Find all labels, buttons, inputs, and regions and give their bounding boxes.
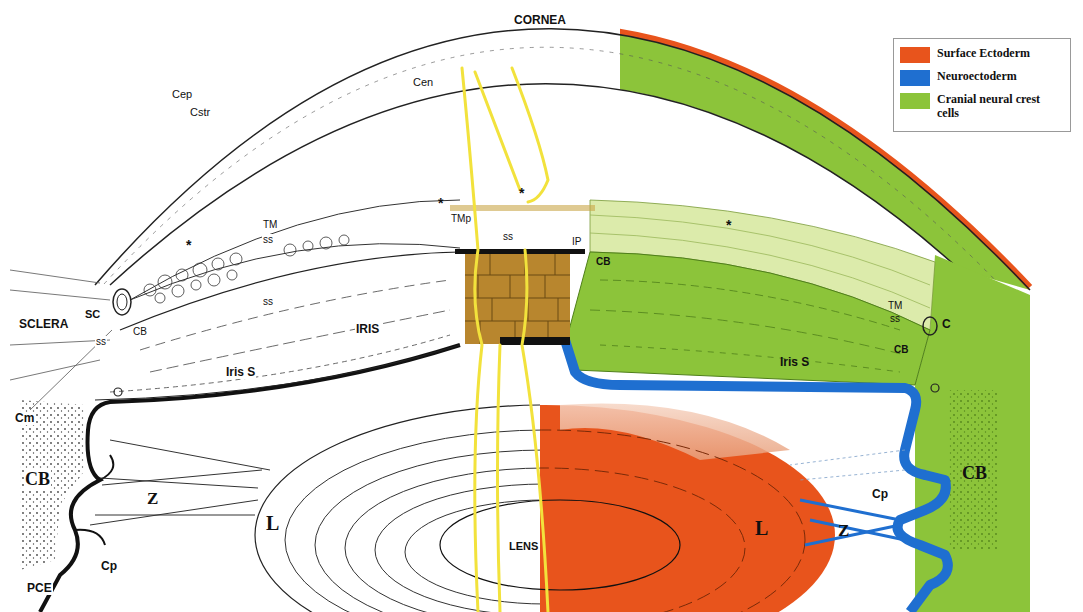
asterisk-mark: * [438, 196, 443, 211]
structure-label: C [942, 318, 951, 331]
structure-label: CB [132, 326, 148, 337]
legend-text: Cranial neural crest cells [937, 92, 1057, 121]
legend-swatch [900, 93, 930, 109]
structure-label: Cp [100, 560, 118, 573]
region-letter: L [755, 517, 768, 539]
region-letter: Z [146, 490, 159, 509]
structure-label: Cep [172, 88, 192, 100]
legend-swatch [900, 70, 930, 86]
structure-label: Cen [413, 76, 433, 88]
structure-label: CB [894, 344, 908, 355]
structure-label: PCE [26, 582, 53, 595]
structure-label: Cp [872, 488, 888, 501]
structure-label: ss [262, 234, 274, 245]
legend-row: Surface Ectoderm [900, 46, 1066, 63]
legend: Surface EctodermNeuroectodermCranial neu… [893, 38, 1071, 132]
structure-label: IRIS [355, 323, 380, 336]
structure-label: SCLERA [18, 318, 69, 331]
structure-label: TM [262, 219, 278, 230]
asterisk-mark: * [519, 186, 524, 201]
structure-label: SC [84, 308, 101, 320]
region-letter: CB [962, 464, 987, 484]
structure-label: ss [95, 336, 107, 347]
structure-label: TM [888, 300, 902, 311]
structure-label: CB [596, 256, 610, 267]
structure-label: ss [502, 231, 514, 242]
legend-row: Neuroectoderm [900, 69, 1066, 86]
structure-label: ss [262, 296, 274, 307]
asterisk-mark: * [726, 218, 731, 233]
structure-label: TMp [450, 213, 472, 224]
legend-row: Cranial neural crest cells [900, 92, 1066, 121]
region-letter: L [265, 512, 280, 534]
structure-label: LENS [508, 540, 539, 552]
structure-label: IP [572, 236, 581, 247]
structure-label: CORNEA [514, 14, 566, 27]
structure-label: Cstr [190, 106, 210, 118]
region-letter: Z [838, 522, 849, 541]
asterisk-mark: * [186, 238, 191, 253]
legend-text: Surface Ectoderm [937, 46, 1057, 60]
structure-label: ss [890, 313, 900, 324]
region-letter: CB [24, 470, 51, 490]
legend-swatch [900, 47, 930, 63]
structure-label: Iris S [780, 356, 809, 369]
legend-text: Neuroectoderm [937, 69, 1057, 83]
structure-label: Iris S [225, 366, 256, 379]
structure-label: Cm [14, 412, 35, 425]
